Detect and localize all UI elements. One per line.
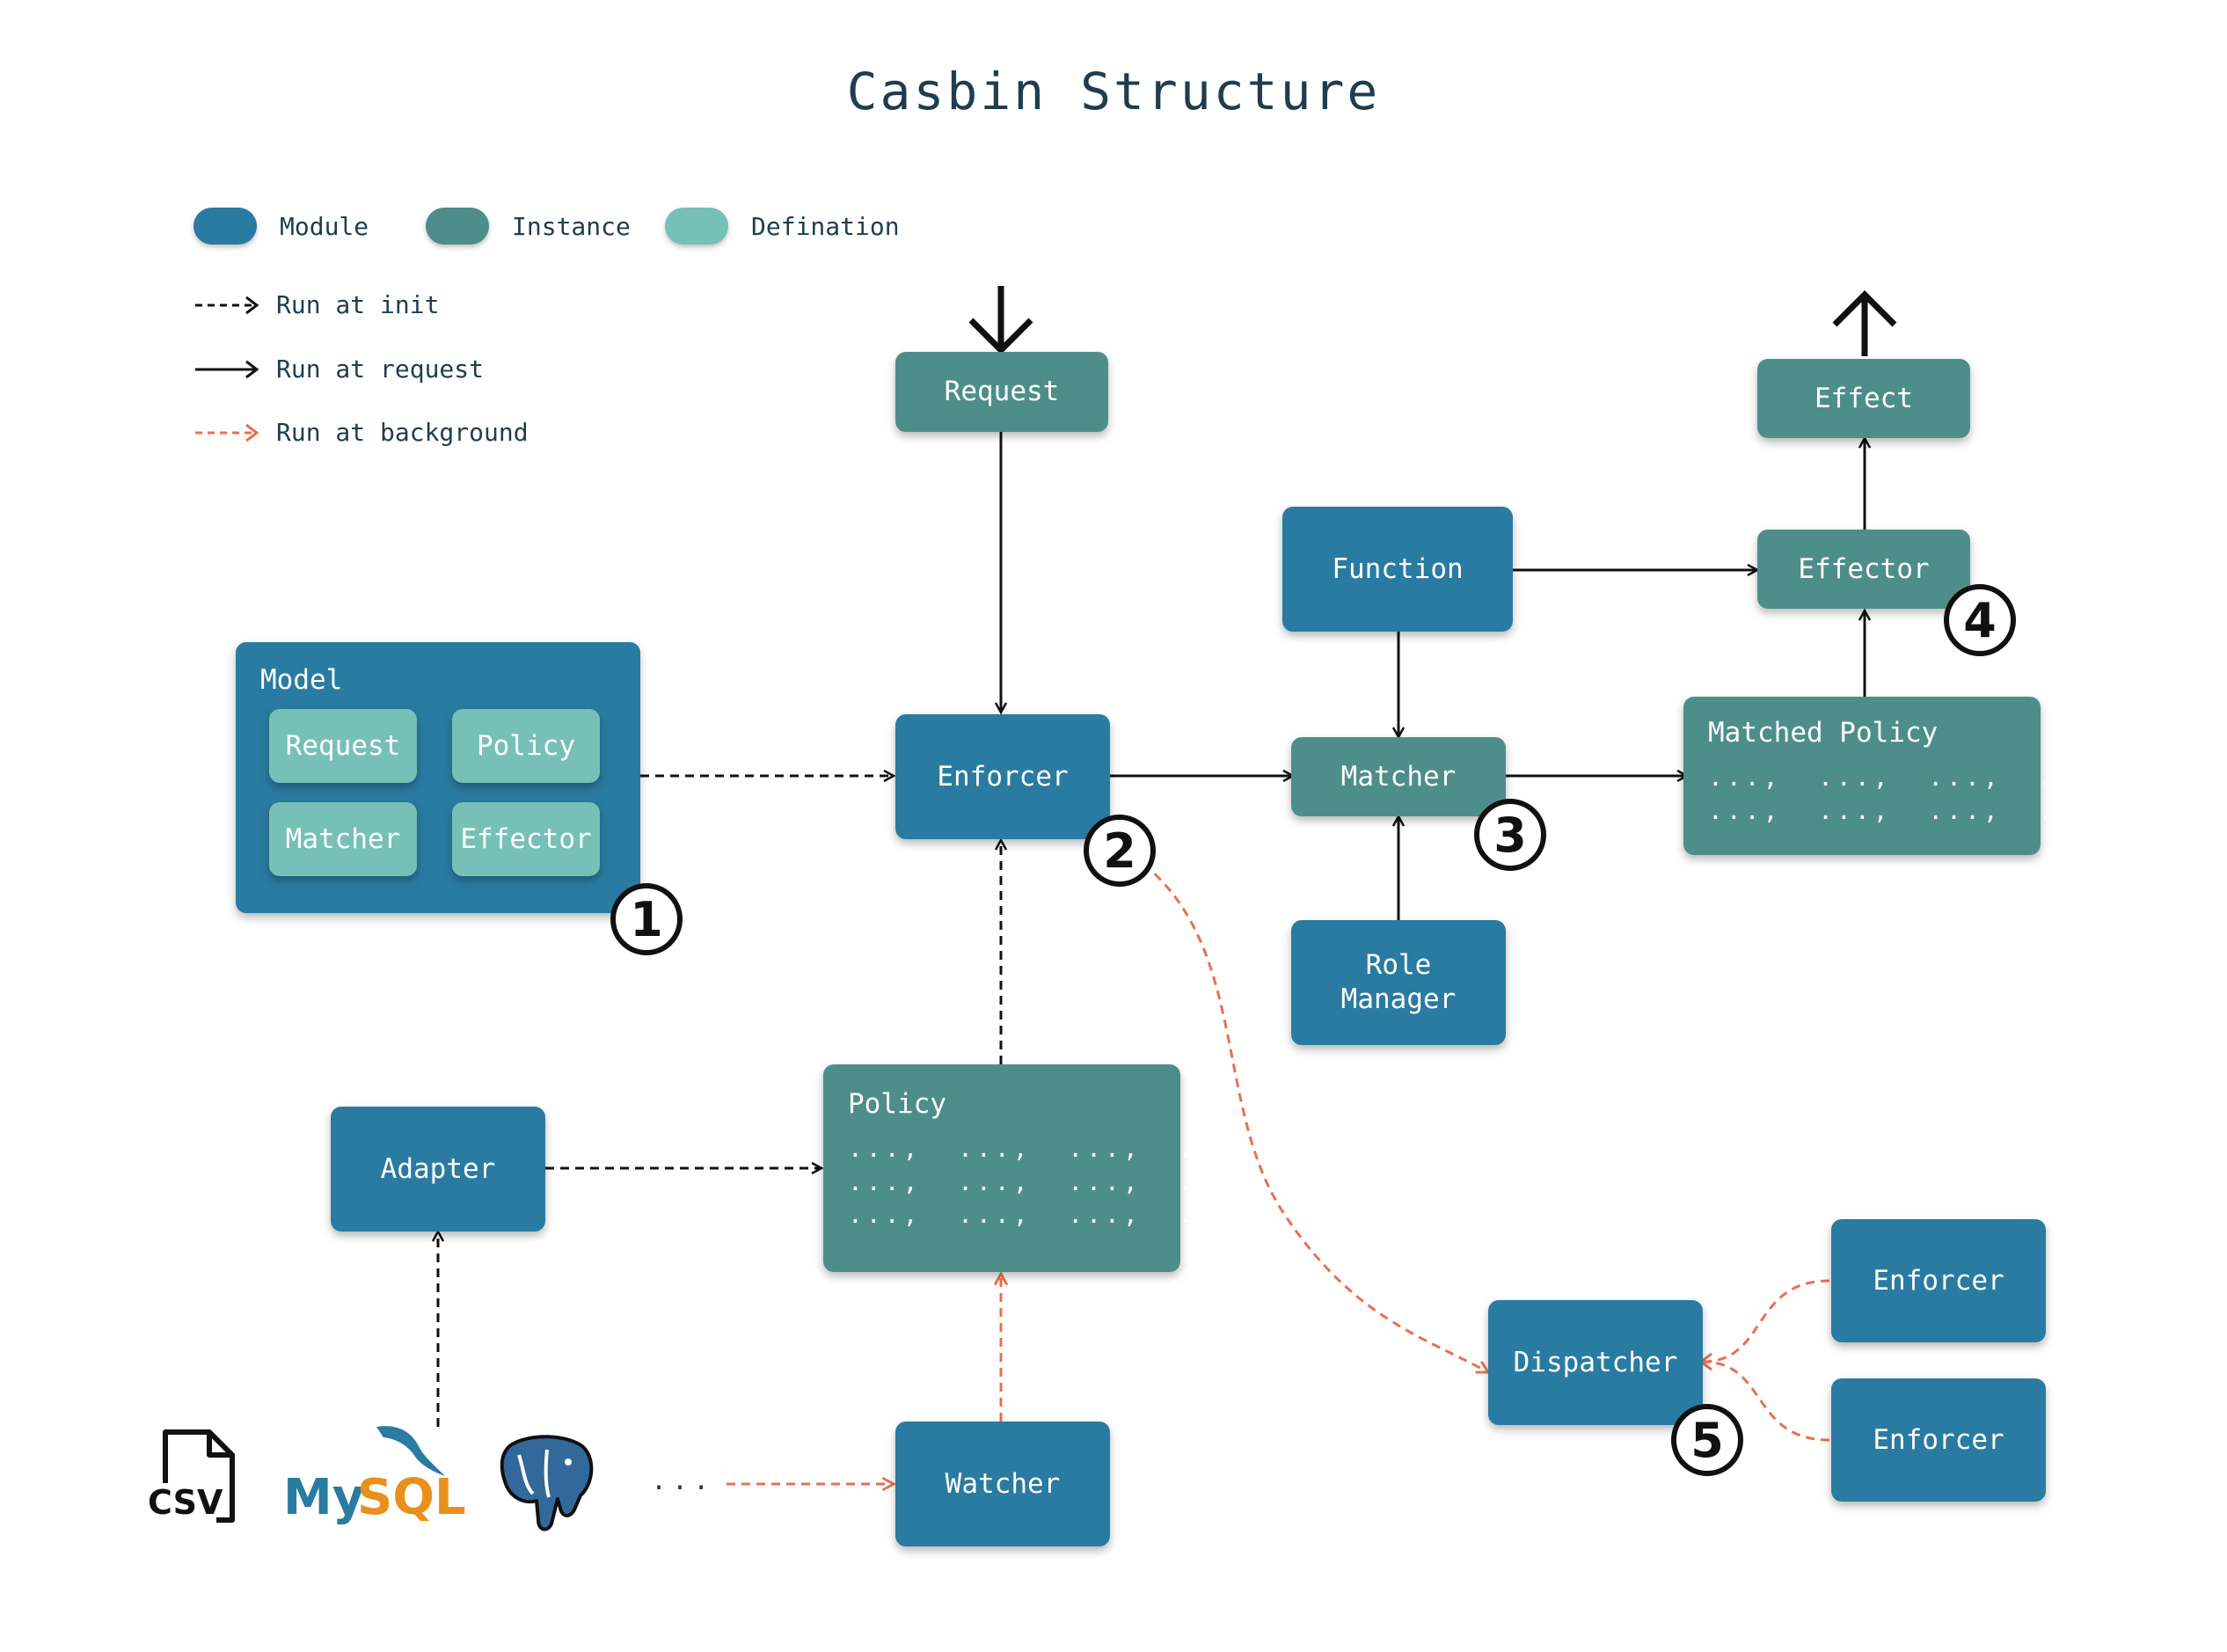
mysql-logo-icon: My SQL [283,1422,466,1536]
legend-instance-label: Instance [512,211,631,241]
enforcer-node-b: Enforcer [1831,1378,2046,1502]
legend-run-init-label: Run at init [276,290,440,319]
input-arrow [968,286,1033,355]
orange-dashed-arrow-icon [195,423,259,442]
role-manager-node: Role Manager [1291,920,1506,1045]
legend-run-request: Run at request [193,355,484,384]
enforcer-to-dispatcher [1143,862,1488,1372]
step-badge-1: 1 [610,883,683,955]
legend-definition: Defination [665,208,900,245]
legend-module-label: Module [280,211,369,241]
request-node: Request [895,352,1108,432]
mysql-dolphin-icon [376,1426,445,1476]
dashed-arrow-icon [195,296,259,314]
dispatcher-node: Dispatcher [1488,1300,1703,1425]
csv-file-shape [163,1429,235,1523]
effector-node: Effector [1757,530,1970,609]
step-badge-4: 4 [1944,584,2016,656]
legend-run-request-label: Run at request [276,355,485,384]
legend-instance-swatch [426,208,489,245]
output-arrow [1832,290,1897,356]
diagram-title: Casbin Structure [846,62,1381,121]
adapter-node: Adapter [331,1107,545,1232]
matcher-node: Matcher [1291,737,1506,816]
watcher-node: Watcher [895,1422,1110,1546]
model-label: Model [260,664,343,696]
policy-rows: ..., ..., ..., ... ..., ..., ..., ... ..… [848,1133,1234,1230]
solid-arrow-icon [195,360,259,378]
legend-definition-swatch [665,208,728,245]
mysql-sql-text: SQL [357,1469,466,1526]
model-matcher-definition: Matcher [269,802,417,876]
policy-node: Policy ..., ..., ..., ... ..., ..., ...,… [823,1064,1230,1272]
more-sources-ellipsis: ... [651,1466,715,1496]
effect-node: Effect [1757,359,1970,438]
csv-label: CSV [148,1483,223,1522]
legend-run-init: Run at init [193,290,439,319]
legend-definition-label: Defination [751,211,900,241]
postgresql-elephant-icon [494,1432,598,1539]
matched-policy-rows: ..., ..., ..., ... ..., ..., ..., ... [1708,762,2094,825]
enforcer-node-a: Enforcer [1831,1219,2046,1342]
legend-module: Module [193,208,369,245]
step-badge-2: 2 [1084,815,1156,887]
model-effector-definition: Effector [452,802,600,876]
function-node: Function [1282,507,1513,632]
model-request-definition: Request [269,709,417,783]
step-badge-3: 3 [1474,799,1546,871]
csv-file-icon: CSV [144,1425,250,1531]
legend-instance: Instance [426,208,631,245]
enforcer-node: Enforcer [895,714,1110,839]
mysql-my-text: My [283,1469,365,1526]
matched-policy-node: Matched Policy ..., ..., ..., ... ..., .… [1683,697,2090,855]
matched-policy-label: Matched Policy [1708,717,1939,749]
legend-run-background-label: Run at background [276,418,529,447]
legend-module-swatch [193,208,257,245]
step-badge-5: 5 [1671,1404,1743,1476]
enforcers-to-dispatcher [1702,1279,1830,1442]
legend-run-background: Run at background [193,418,529,447]
model-policy-definition: Policy [452,709,600,783]
policy-label: Policy [848,1088,946,1120]
postgresql-elephant-shape [500,1435,594,1531]
